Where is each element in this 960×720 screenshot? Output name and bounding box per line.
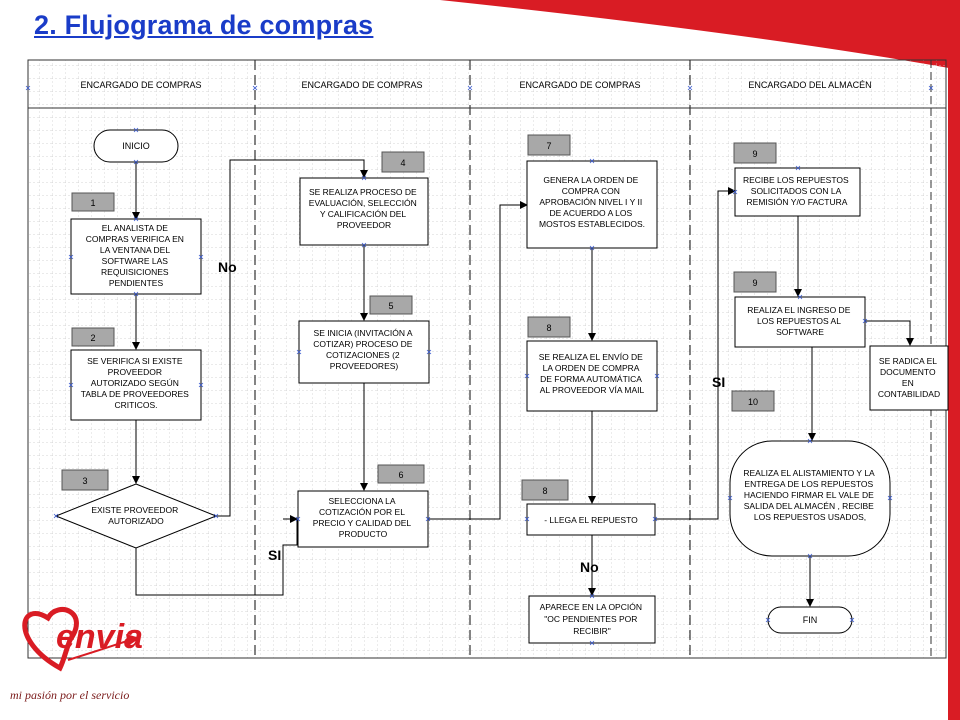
process-text-8c: APARECE EN LA OPCIÓN "OC PENDIENTES POR … (540, 602, 645, 636)
process-text-radica: SE RADICA EL DOCUMENTO EN CONTABILIDAD (878, 356, 940, 399)
process-text-10: REALIZA EL ALISTAMIENTO Y LA ENTREGA DE … (743, 468, 876, 522)
process-box-2 (70, 349, 202, 421)
step-tag-10: 10 (748, 397, 758, 407)
process-box-8a (526, 340, 658, 412)
step-tag-2: 2 (90, 333, 95, 343)
logo-wordmark: envia (56, 618, 143, 656)
process-box-6 (297, 490, 429, 548)
start-label: INICIO (122, 141, 150, 151)
process-box-radica (869, 345, 949, 411)
process-box-9a (734, 167, 861, 217)
step-tag-5: 5 (388, 301, 393, 311)
process-text-7: GENERA LA ORDEN DE COMPRA CON APROBACIÓN… (539, 175, 645, 229)
process-text-1: EL ANALISTA DE COMPRAS VERIFICA EN LA VE… (86, 223, 187, 288)
step-tag-6: 6 (398, 470, 403, 480)
edge-label-si-left: SI (268, 547, 281, 563)
step-tag-8a: 8 (546, 323, 551, 333)
logo-tagline: mi pasión por el servicio (10, 688, 130, 702)
process-box-8c (528, 595, 656, 644)
step-tag-9a: 9 (752, 149, 757, 159)
process-box-5 (298, 320, 430, 384)
step-tag-7: 7 (546, 141, 551, 151)
lane-header-2: ENCARGADO DE COMPRAS (301, 80, 422, 90)
edge-label-si-right: SI (712, 374, 725, 390)
edge-label-no-left: No (218, 259, 237, 275)
step-tag-4: 4 (400, 158, 405, 168)
connection-markers (25, 85, 934, 646)
step-tag-3: 3 (82, 476, 87, 486)
process-text-9b: REALIZA EL INGRESO DE LOS REPUESTOS AL S… (747, 305, 853, 337)
lane-header-3: ENCARGADO DE COMPRAS (519, 80, 640, 90)
process-text-4: SE REALIZA PROCESO DE EVALUACIÓN, SELECC… (309, 187, 419, 230)
lane-header-1: ENCARGADO DE COMPRAS (80, 80, 201, 90)
process-text-8a: SE REALIZA EL ENVÍO DE LA ORDEN DE COMPR… (539, 352, 645, 395)
decision-diamond-3 (54, 483, 218, 549)
step-tag-9b: 9 (752, 278, 757, 288)
process-text-8b: - LLEGA EL REPUESTO (544, 515, 638, 525)
lane-header-4: ENCARGADO DEL ALMACÉN (748, 80, 871, 90)
step-tags: 1 2 3 4 5 6 7 8 8 9 9 10 (61, 134, 777, 501)
process-box-4 (299, 177, 429, 246)
process-text-6: SELECCIONA LA COTIZACIÓN POR EL PRECIO Y… (313, 496, 413, 539)
edge-label-no-bottom: No (580, 559, 599, 575)
slide-title: 2. Flujograma de compras (34, 10, 374, 40)
decision-text-3: EXISTE PROVEEDOR AUTORIZADO (91, 505, 180, 526)
process-text-2: SE VERIFICA SI EXISTE PROVEEDOR AUTORIZA… (81, 356, 191, 410)
process-text-9a: RECIBE LOS REPUESTOS SOLICITADOS CON LA … (743, 175, 851, 207)
process-text-5: SE INICIA (INVITACIÓN A COTIZAR) PROCESO… (313, 328, 415, 371)
process-box-9b (734, 296, 866, 348)
step-tag-8b: 8 (542, 486, 547, 496)
end-label: FIN (803, 615, 818, 625)
step-tag-1: 1 (90, 198, 95, 208)
